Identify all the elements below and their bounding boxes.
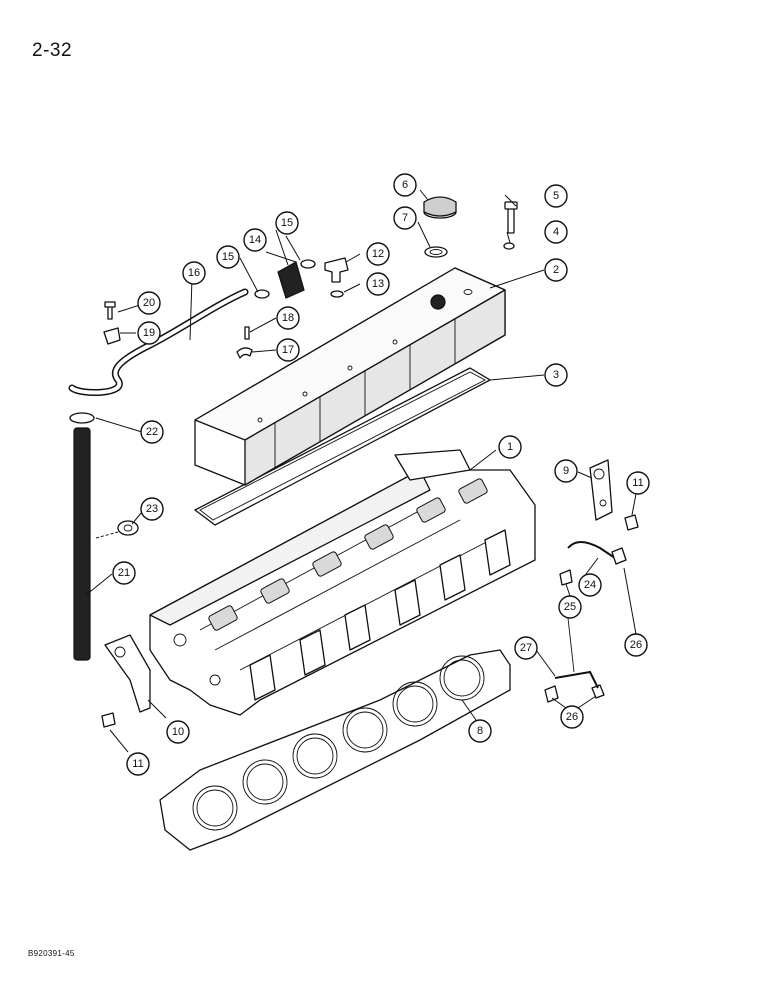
svg-text:2: 2 [553,264,559,276]
callout-3: 3 [544,363,568,387]
svg-text:14: 14 [249,234,261,246]
svg-text:17: 17 [282,344,294,356]
tube-grommet [95,520,139,539]
lifting-bracket-front [104,634,151,713]
line-fitting [544,547,627,703]
svg-text:20: 20 [143,297,155,309]
drain-tube [73,427,91,661]
svg-text:24: 24 [584,579,596,591]
svg-text:12: 12 [372,248,384,260]
svg-text:25: 25 [564,601,576,613]
head-gasket [159,649,511,851]
callout-10: 10 [166,720,190,744]
callout-4: 4 [544,220,568,244]
callout-15: 15 [216,245,240,269]
svg-text:11: 11 [132,758,143,770]
cap-seal [424,246,448,258]
svg-text:8: 8 [477,725,483,737]
callout-1: 1 [498,435,522,459]
callout-27: 27 [514,636,538,660]
clip-screw [244,326,250,340]
callout-23: 23 [140,497,164,521]
cover-bolt [504,201,518,234]
callout-12: 12 [366,242,390,266]
svg-text:3: 3 [553,369,559,381]
svg-text:21: 21 [118,567,130,579]
o-ring [330,290,344,298]
svg-text:15: 15 [281,217,293,229]
valve-cover [194,267,506,486]
callout-21: 21 [112,561,136,585]
washer [503,242,515,250]
callout-6: 6 [393,173,417,197]
svg-text:26: 26 [630,639,642,651]
tube-clamp [69,412,95,424]
svg-text:26: 26 [566,711,578,723]
svg-text:4: 4 [553,226,559,238]
svg-text:6: 6 [402,179,408,191]
svg-text:13: 13 [372,278,384,290]
svg-text:9: 9 [563,465,569,477]
svg-text:16: 16 [188,267,200,279]
breather-elbow [324,257,349,283]
callout-24: 24 [578,573,602,597]
callout-26: 26 [624,633,648,657]
callout-13: 13 [366,272,390,296]
figure-code: B920391-45 [28,949,75,958]
callout-26: 26 [560,705,584,729]
svg-text:22: 22 [146,426,158,438]
callout-18: 18 [276,306,300,330]
callout-22: 22 [140,420,164,444]
oil-filler-cap [423,196,457,219]
lifting-bracket-rear [589,459,613,521]
callout-7: 7 [393,206,417,230]
p-clip [103,327,121,345]
svg-text:18: 18 [282,312,294,324]
bracket-bolt [101,514,639,728]
svg-text:23: 23 [146,503,158,515]
clip-bolt [104,301,116,320]
svg-text:5: 5 [553,190,559,202]
callout-9: 9 [554,459,578,483]
callout-16: 16 [182,261,206,285]
callout-19: 19 [137,321,161,345]
callout-17: 17 [276,338,300,362]
callout-14: 14 [243,228,267,252]
hose-clamp [254,259,316,299]
breather-tube [68,288,249,396]
svg-text:10: 10 [172,726,184,738]
callouts: 1 2 3 4 5 6 7 8 9 10 11 11 12 13 14 15 1… [112,173,650,776]
return-line [554,617,599,689]
svg-text:19: 19 [143,327,155,339]
leader-lines [85,189,637,753]
callout-5: 5 [544,184,568,208]
tube-clip [236,347,253,359]
callout-15: 15 [275,211,299,235]
callout-20: 20 [137,291,161,315]
line-clip [559,569,573,586]
svg-text:15: 15 [222,251,234,263]
callout-8: 8 [468,719,492,743]
svg-text:11: 11 [632,477,643,489]
fuel-line [567,541,616,559]
svg-text:1: 1 [507,441,513,453]
page-number: 2-32 [32,40,73,61]
callout-11: 11 [126,752,150,776]
callout-11: 11 [626,471,650,495]
svg-text:27: 27 [520,642,532,654]
cylinder-head [149,449,536,716]
hose-sleeve [277,261,305,299]
callout-25: 25 [558,595,582,619]
callout-2: 2 [544,258,568,282]
svg-text:7: 7 [402,212,408,224]
